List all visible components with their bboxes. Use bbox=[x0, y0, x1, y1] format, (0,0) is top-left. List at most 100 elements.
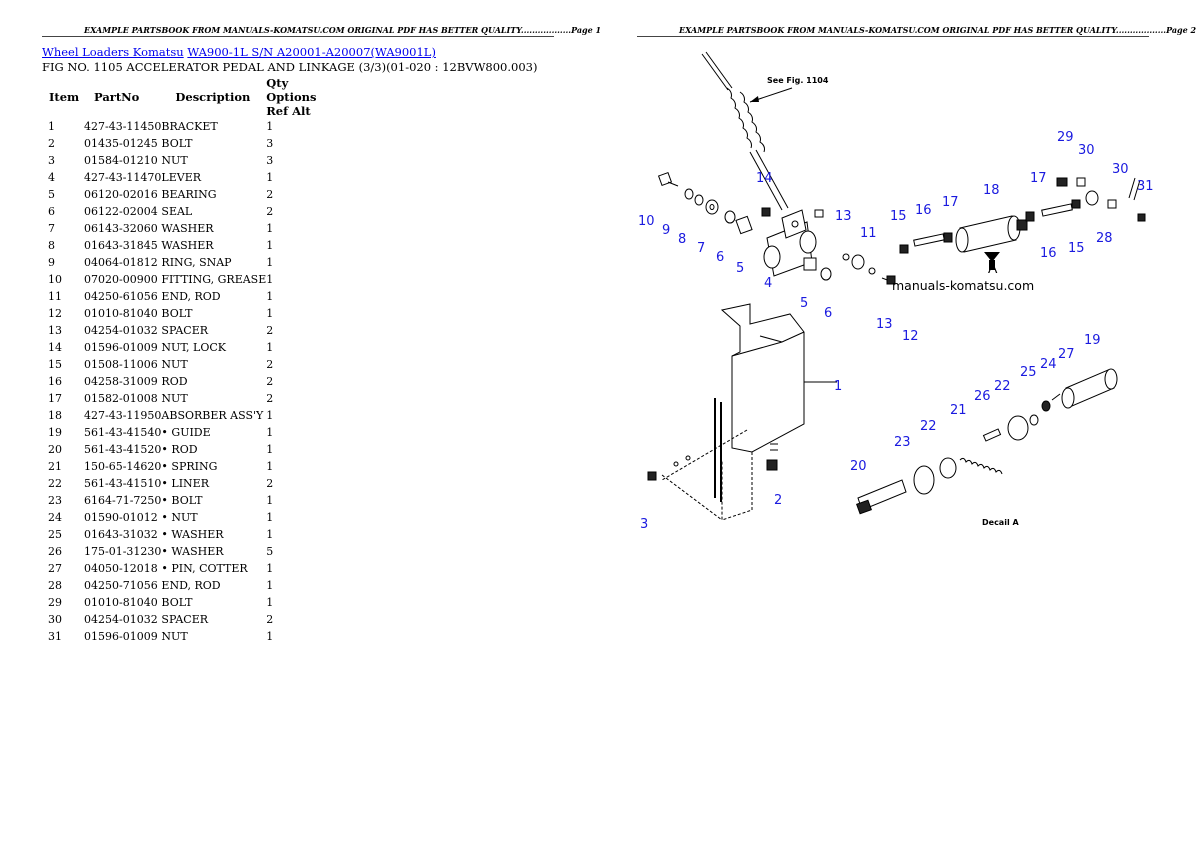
item-number: 3 bbox=[48, 154, 55, 167]
bolt-29 bbox=[1056, 177, 1068, 187]
part-description: NUT bbox=[161, 358, 188, 371]
part-qty: 1 bbox=[266, 290, 274, 303]
callout-number: 21 bbox=[950, 403, 967, 418]
item-number: 21 bbox=[48, 460, 62, 473]
parts-table: Item PartNo Description Qty Options Ref … bbox=[42, 76, 317, 645]
part-qty: 1 bbox=[266, 307, 274, 320]
callout-number: 27 bbox=[1058, 347, 1075, 362]
part-qty: 1 bbox=[266, 426, 274, 439]
item-number: 8 bbox=[48, 239, 55, 252]
bearing-5 bbox=[735, 215, 753, 235]
part-description: FITTING, GREASE bbox=[161, 273, 267, 286]
hole-b bbox=[685, 455, 691, 461]
bolt-2 bbox=[766, 459, 778, 471]
part-number: 150-65-14620 bbox=[84, 460, 162, 473]
callout-number: 14 bbox=[756, 171, 773, 186]
part-description: ABSORBER ASS'Y bbox=[161, 409, 264, 422]
part-number: 01435-01245 bbox=[84, 137, 158, 150]
part-number: 01508-11006 bbox=[84, 358, 158, 371]
item-number: 4 bbox=[48, 171, 55, 184]
column-header-partno: PartNo bbox=[94, 90, 140, 104]
part-qty: 2 bbox=[266, 324, 274, 337]
part-number: 04050-12018 bbox=[84, 562, 158, 575]
part-number: 561-43-41520 bbox=[84, 443, 162, 456]
callout-number: 6 bbox=[824, 306, 832, 321]
part-number: 427-43-11470 bbox=[84, 171, 162, 184]
item-number: 29 bbox=[48, 596, 62, 609]
rod-16 bbox=[913, 233, 945, 247]
part-qty: 1 bbox=[266, 341, 274, 354]
part-number: 01596-01009 bbox=[84, 630, 158, 643]
callout-number: 30 bbox=[1078, 143, 1095, 158]
item-number: 23 bbox=[48, 494, 62, 507]
nut-3 bbox=[647, 471, 657, 481]
part-number: 01010-81040 bbox=[84, 307, 158, 320]
diagram-watermark: manuals-komatsu.com bbox=[892, 278, 1034, 293]
arrow-a-stem bbox=[989, 260, 995, 270]
nut-31 bbox=[1137, 213, 1146, 222]
part-number: 04254-01032 bbox=[84, 613, 158, 626]
callout-number: 8 bbox=[678, 232, 686, 247]
part-number: 04064-01812 bbox=[84, 256, 158, 269]
header-rule-left bbox=[42, 36, 554, 37]
column-header-qty-options: Qty Options Ref Alt bbox=[266, 76, 317, 118]
part-description: WASHER bbox=[161, 222, 214, 235]
callout-number: 30 bbox=[1112, 162, 1129, 177]
spacer-13-top bbox=[814, 209, 824, 218]
part-qty: 1 bbox=[266, 562, 274, 575]
item-number: 19 bbox=[48, 426, 62, 439]
part-qty: 2 bbox=[266, 205, 274, 218]
callout-number: 9 bbox=[662, 223, 670, 238]
part-qty: 1 bbox=[266, 256, 274, 269]
part-qty: 2 bbox=[266, 613, 274, 626]
part-description: END, ROD bbox=[161, 579, 221, 592]
callout-number: 17 bbox=[942, 195, 959, 210]
breadcrumb: Wheel Loaders Komatsu WA900-1L S/N A2000… bbox=[42, 45, 436, 59]
part-description: WASHER bbox=[161, 239, 214, 252]
part-qty: 1 bbox=[266, 443, 274, 456]
nut-17-right bbox=[1025, 211, 1035, 222]
part-description: • WASHER bbox=[161, 545, 224, 558]
part-number: 01643-31845 bbox=[84, 239, 158, 252]
callout-number: 10 bbox=[638, 214, 655, 229]
breadcrumb-link-model[interactable]: WA900-1L S/N A20001-A20007(WA9001L) bbox=[187, 45, 436, 59]
spacer-30b bbox=[1107, 199, 1117, 209]
part-description: • BOLT bbox=[161, 494, 203, 507]
item-number: 14 bbox=[48, 341, 62, 354]
part-number: 04254-01032 bbox=[84, 324, 158, 337]
parts-diagram: See Fig. 1104 bbox=[638, 51, 1154, 532]
callout-number: 17 bbox=[1030, 171, 1047, 186]
part-description: • SPRING bbox=[161, 460, 218, 473]
part-description: SEAL bbox=[161, 205, 193, 218]
bolt-12-head bbox=[886, 275, 896, 285]
part-qty: 2 bbox=[266, 477, 274, 490]
lever-4 bbox=[763, 209, 817, 277]
item-number: 28 bbox=[48, 579, 62, 592]
part-qty: 1 bbox=[266, 596, 274, 609]
figure-title: FIG NO. 1105 ACCELERATOR PEDAL AND LINKA… bbox=[42, 60, 538, 74]
part-description: SPACER bbox=[161, 613, 209, 626]
callout-number: 28 bbox=[1096, 231, 1113, 246]
part-qty: 1 bbox=[266, 239, 274, 252]
part-number: 01596-01009 bbox=[84, 341, 158, 354]
spacer-13 bbox=[842, 253, 850, 261]
part-qty: 2 bbox=[266, 358, 274, 371]
detail-a-assembly bbox=[856, 368, 1118, 515]
breadcrumb-link-wheel-loaders[interactable]: Wheel Loaders Komatsu bbox=[42, 45, 184, 59]
